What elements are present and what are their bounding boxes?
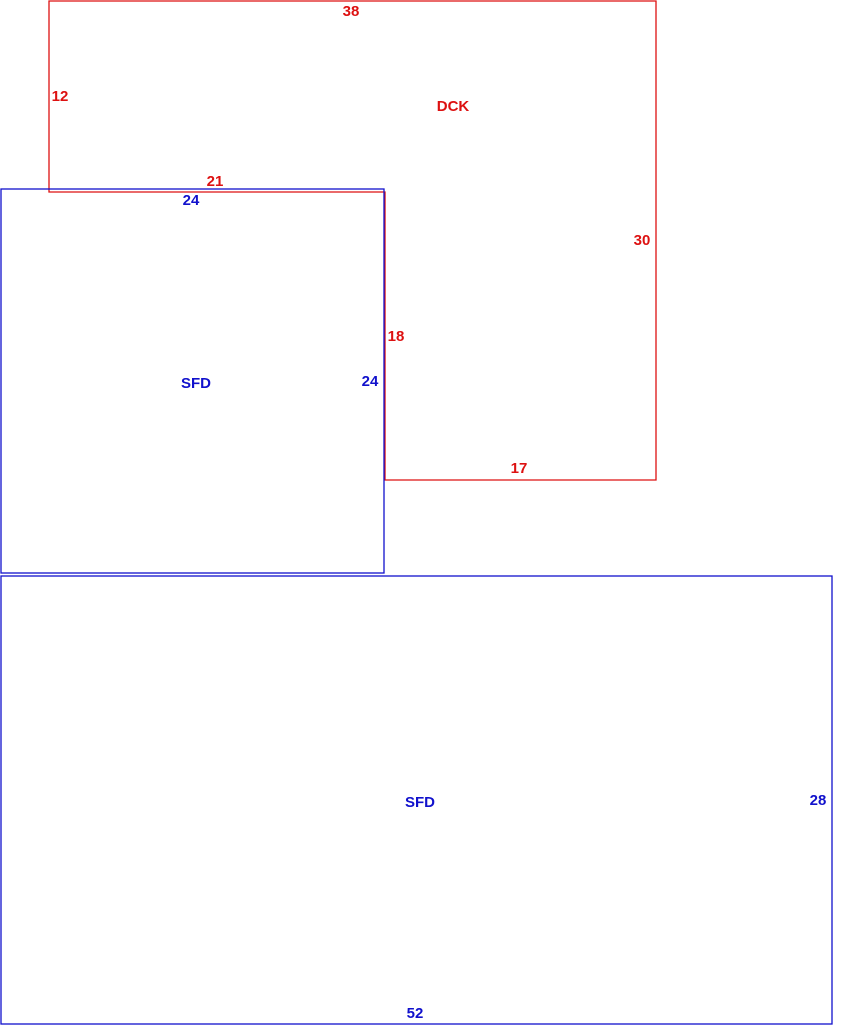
sfd-upper-top-dimension: 24 — [183, 192, 200, 209]
sfd-lower-name-label: SFD — [405, 794, 435, 811]
deck-notch-top-dimension: 21 — [207, 173, 224, 190]
sfd-upper-right-dimension: 24 — [362, 373, 379, 390]
deck-area: DCK 38 12 21 18 30 17 — [48, 0, 657, 481]
deck-notch-side-dimension: 18 — [388, 328, 405, 345]
deck-right-dimension: 30 — [634, 232, 651, 249]
sfd-lower-outline[interactable] — [0, 575, 833, 1025]
sfd-lower-area: SFD 28 52 — [0, 575, 833, 1025]
sfd-lower-right-dimension: 28 — [810, 792, 827, 809]
sfd-upper-name-label: SFD — [181, 375, 211, 392]
deck-bottom-dimension: 17 — [511, 460, 528, 477]
deck-top-dimension: 38 — [343, 3, 360, 20]
deck-outline[interactable] — [48, 0, 657, 481]
sfd-lower-bottom-dimension: 52 — [407, 1005, 424, 1022]
sfd-upper-outline[interactable] — [0, 188, 385, 574]
deck-name-label: DCK — [437, 98, 470, 115]
sfd-upper-area: SFD 24 24 — [0, 188, 385, 574]
deck-left-dimension: 12 — [52, 88, 69, 105]
